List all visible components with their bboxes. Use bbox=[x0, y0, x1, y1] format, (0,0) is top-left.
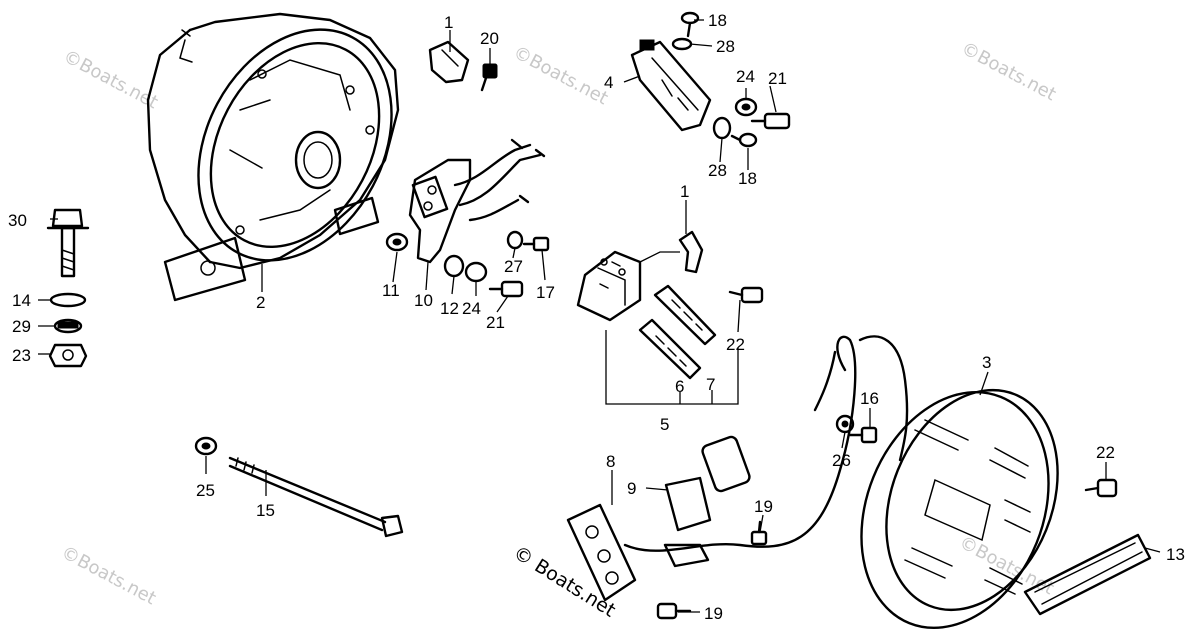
washer-part-27 bbox=[506, 230, 524, 250]
brush-holder-part-4 bbox=[630, 39, 712, 132]
callout-3: 3 bbox=[982, 353, 991, 372]
callout-13: 13 bbox=[1166, 545, 1185, 564]
callout-27: 27 bbox=[504, 257, 523, 276]
nut-part-23 bbox=[48, 343, 88, 368]
screw-part-21-mid bbox=[488, 280, 524, 298]
callout-2: 2 bbox=[256, 293, 265, 312]
terminal-plate-part-10 bbox=[408, 138, 546, 264]
callout-22-mid: 22 bbox=[726, 335, 745, 354]
screw-part-21-top bbox=[750, 112, 791, 130]
callout-8: 8 bbox=[606, 452, 615, 471]
clip-part-1-mid bbox=[678, 230, 704, 274]
callout-30: 30 bbox=[8, 211, 27, 230]
callout-18-top: 18 bbox=[708, 11, 727, 30]
callout-1-mid: 1 bbox=[680, 182, 689, 201]
screw-part-19-mid bbox=[750, 520, 768, 546]
watermark-bottom-left: ©Boats.net bbox=[58, 542, 160, 609]
callout-16: 16 bbox=[860, 389, 879, 408]
callout-7: 7 bbox=[706, 375, 715, 394]
leader-line-part-1-mid bbox=[639, 251, 680, 263]
callout-labels: 1 1 2 3 4 5 6 7 8 9 10 11 12 13 14 15 16… bbox=[8, 11, 1185, 623]
callout-26: 26 bbox=[832, 451, 851, 470]
callout-9: 9 bbox=[627, 479, 636, 498]
washer-part-24-mid bbox=[464, 261, 488, 283]
brush-holder-part-5 bbox=[576, 250, 642, 322]
bolt-part-30 bbox=[46, 208, 90, 278]
callout-6: 6 bbox=[675, 377, 684, 396]
screw-part-22-right bbox=[1084, 478, 1118, 498]
callout-20: 20 bbox=[480, 29, 499, 48]
wiring-harness bbox=[623, 335, 909, 568]
screw-part-18-top bbox=[680, 11, 700, 38]
callout-28-bottom: 28 bbox=[708, 161, 727, 180]
brush-part-6 bbox=[638, 318, 702, 380]
clip-part-1-top bbox=[428, 40, 470, 84]
callout-5: 5 bbox=[660, 415, 669, 434]
callout-21-top: 21 bbox=[768, 69, 787, 88]
screw-part-17 bbox=[522, 236, 550, 252]
callout-29: 29 bbox=[12, 317, 31, 336]
watermark-top-left: ©Boats.net bbox=[60, 46, 162, 113]
gasket-part-13 bbox=[1023, 533, 1152, 616]
callout-1-top: 1 bbox=[444, 13, 453, 32]
callout-23: 23 bbox=[12, 346, 31, 365]
callout-22-right: 22 bbox=[1096, 443, 1115, 462]
callout-21-mid: 21 bbox=[486, 313, 505, 332]
callout-24-mid: 24 bbox=[462, 299, 481, 318]
callout-11: 11 bbox=[382, 281, 400, 300]
bracket-lines-part-5 bbox=[605, 330, 739, 405]
callout-28-top: 28 bbox=[716, 37, 735, 56]
lock-washer-part-29 bbox=[53, 318, 83, 334]
callout-25: 25 bbox=[196, 481, 215, 500]
callout-12: 12 bbox=[440, 299, 459, 318]
rectifier-part-8 bbox=[566, 503, 637, 602]
callout-19-mid: 19 bbox=[754, 497, 773, 516]
washer-part-11 bbox=[385, 232, 409, 252]
through-bolt-part-15 bbox=[228, 456, 404, 538]
callout-17: 17 bbox=[536, 283, 555, 302]
callout-24-top: 24 bbox=[736, 67, 755, 86]
callout-10: 10 bbox=[414, 291, 433, 310]
watermark-top-center: ©Boats.net bbox=[510, 42, 612, 109]
screw-part-16 bbox=[848, 426, 878, 444]
washer-part-24-top bbox=[734, 97, 758, 117]
callout-18-bottom: 18 bbox=[738, 169, 757, 188]
housing-part-2 bbox=[146, 12, 400, 302]
callout-4: 4 bbox=[604, 73, 613, 92]
screw-part-18-bottom bbox=[730, 132, 758, 148]
callout-14: 14 bbox=[12, 291, 31, 310]
condenser-part-9 bbox=[664, 435, 751, 532]
washer-part-28-bottom bbox=[712, 116, 732, 140]
screw-part-20 bbox=[480, 63, 498, 92]
end-cover-part-3 bbox=[860, 388, 1059, 630]
watermark-dark-center: © Boats.net bbox=[509, 542, 619, 622]
brush-part-7 bbox=[653, 284, 717, 346]
screw-part-19-bottom bbox=[656, 602, 692, 620]
washer-part-28-top bbox=[671, 37, 693, 51]
washer-part-25 bbox=[194, 436, 218, 456]
watermark-top-right: ©Boats.net bbox=[958, 38, 1060, 105]
screw-part-22-mid bbox=[728, 286, 764, 304]
washer-part-14 bbox=[49, 292, 87, 308]
leader-lines bbox=[38, 19, 1161, 613]
callout-15: 15 bbox=[256, 501, 275, 520]
washer-part-12 bbox=[443, 254, 465, 278]
callout-19-bottom: 19 bbox=[704, 604, 723, 623]
